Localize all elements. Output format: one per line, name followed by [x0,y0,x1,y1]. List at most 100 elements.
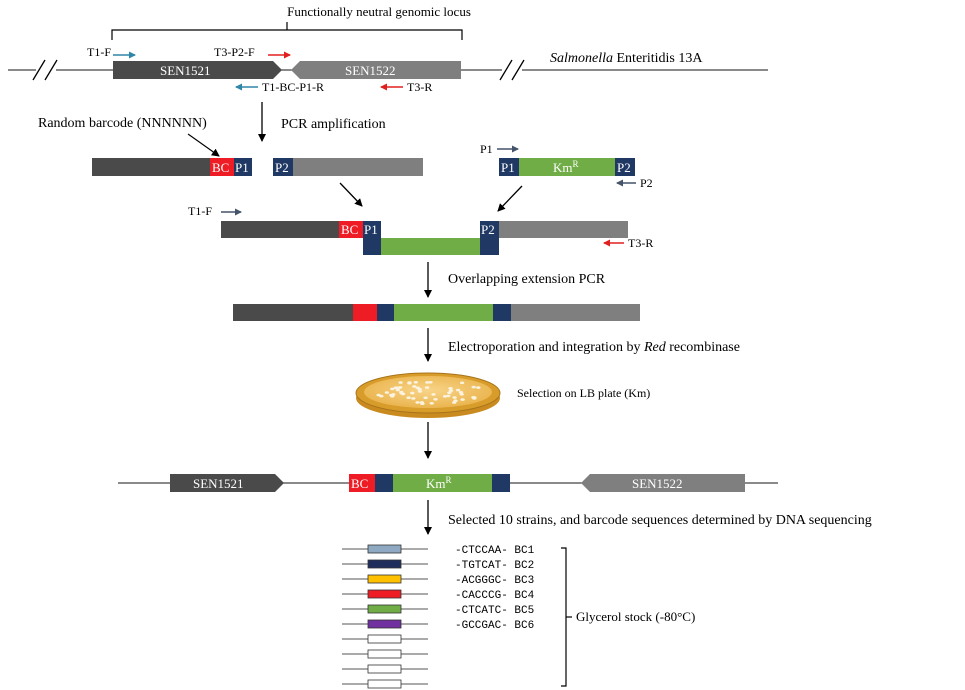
colony [384,391,390,394]
barcode-sequence: -CTCCAA- BC1 [455,545,535,557]
colony [453,399,458,403]
organism-label: Salmonella Enteritidis 13A [550,51,703,66]
strain-row: -CTCATC- BC5 [342,604,534,617]
gene-sen1522-label: SEN1522 [632,476,683,491]
strain-row [342,679,428,689]
colony [460,398,465,401]
p1-segment [363,221,381,238]
strain-row: -CTCCAA- BC1 [342,544,535,557]
p1-label: P1 [235,160,249,175]
primer-t1f-label: T1-F [188,204,212,218]
colony [393,386,399,390]
colony [415,386,420,390]
primer-t1f-label: T1-F [87,45,111,59]
colony [459,393,464,396]
barcode-swatch [367,559,402,569]
gene-sen1522 [291,61,461,79]
barcode-segment [353,304,377,321]
colony [428,381,433,384]
colony [398,381,403,384]
gene-sen1522-label: SEN1522 [345,63,396,78]
colony [412,385,417,388]
gene-sen1521-label: SEN1521 [160,63,211,78]
pcr-product-middle: P2 [273,158,423,176]
colony [423,396,428,400]
strain-row: -CACCCG- BC4 [342,589,535,602]
colony [411,397,416,400]
gene-sen1521 [170,474,284,492]
glycerol-stock-label: Glycerol stock (-80°C) [576,609,695,624]
locus-bracket [111,29,463,40]
colony [415,401,420,404]
strain-row [342,634,428,644]
gene-sen1521-label: SEN1521 [193,476,244,491]
step-pcr-label: PCR amplification [281,117,386,132]
random-barcode-pointer [187,133,220,157]
bc-label: BC [341,222,358,237]
colony [407,381,412,384]
colony [476,386,481,389]
barcode-sequence: -TGTCAT- BC2 [455,560,534,572]
km-cassette: P1 P1 KmR P2 P2 [480,142,653,190]
p1-segment [499,158,519,176]
barcode-swatch [367,619,402,629]
p2-label: P2 [481,222,495,237]
p1-label: P1 [364,222,378,237]
barcode-swatch [367,649,402,659]
p1-segment [234,158,252,176]
gene-sen1522 [581,474,745,492]
colony [406,396,411,400]
strain-row [342,649,428,659]
barcode-swatch [367,634,402,644]
barcode-sequence: -CACCCG- BC4 [455,590,535,602]
colony [442,395,448,398]
barcode-strain-list: -CTCCAA- BC1-TGTCAT- BC2-ACGGGC- BC3-CAC… [342,544,535,689]
bc-label: BC [351,476,368,491]
barcode-swatch [367,679,402,689]
colony [448,389,454,392]
primer-t3p2f-label: T3-P2-F [214,45,255,59]
colony [455,388,461,392]
colony [433,398,438,401]
primer-t1bcp1r-label: T1-BC-P1-R [262,80,324,94]
step-sequencing-label: Selected 10 strains, and barcode sequenc… [448,513,872,528]
p2-segment [615,158,635,176]
colony [447,391,452,395]
barcode-swatch [367,589,402,599]
chromosome-break-right [499,59,525,81]
kmr-segment [394,304,493,321]
organism-strain: Enteritidis 13A [613,51,703,66]
p1-label: P1 [501,160,515,175]
colony [395,388,400,392]
primer-p1-label: P1 [480,142,493,156]
fused-product [233,304,640,321]
barcode-segment [349,474,375,492]
colony [420,402,425,406]
gene-sen1521 [113,61,282,79]
colony [417,390,423,393]
overlap-assembly: T1-F BC P1 P2 T3-R [188,204,653,255]
colony [398,386,403,389]
barcode-swatch [367,604,402,614]
merge-arrow-left [339,182,363,207]
colony [399,391,404,395]
primer-p2-label: P2 [640,176,653,190]
organism-genus: Salmonella [550,51,613,66]
colony [459,381,465,385]
step-overlap-label: Overlapping extension PCR [448,272,606,287]
bacterial-colonies [376,381,481,406]
colony [424,386,430,389]
colony [376,393,381,397]
barcode-swatch [367,574,402,584]
kmr-label: KmR [553,159,579,175]
colony [431,393,436,396]
glycerol-stock-bracket [561,547,567,687]
colony [452,396,457,399]
random-barcode-label: Random barcode (NNNNNN) [38,116,207,131]
barcode-sequence: -CTCATC- BC5 [455,605,534,617]
colony [429,402,434,405]
barcode-segment [339,221,363,238]
locus-bracket-label: Functionally neutral genomic locus [287,4,471,19]
